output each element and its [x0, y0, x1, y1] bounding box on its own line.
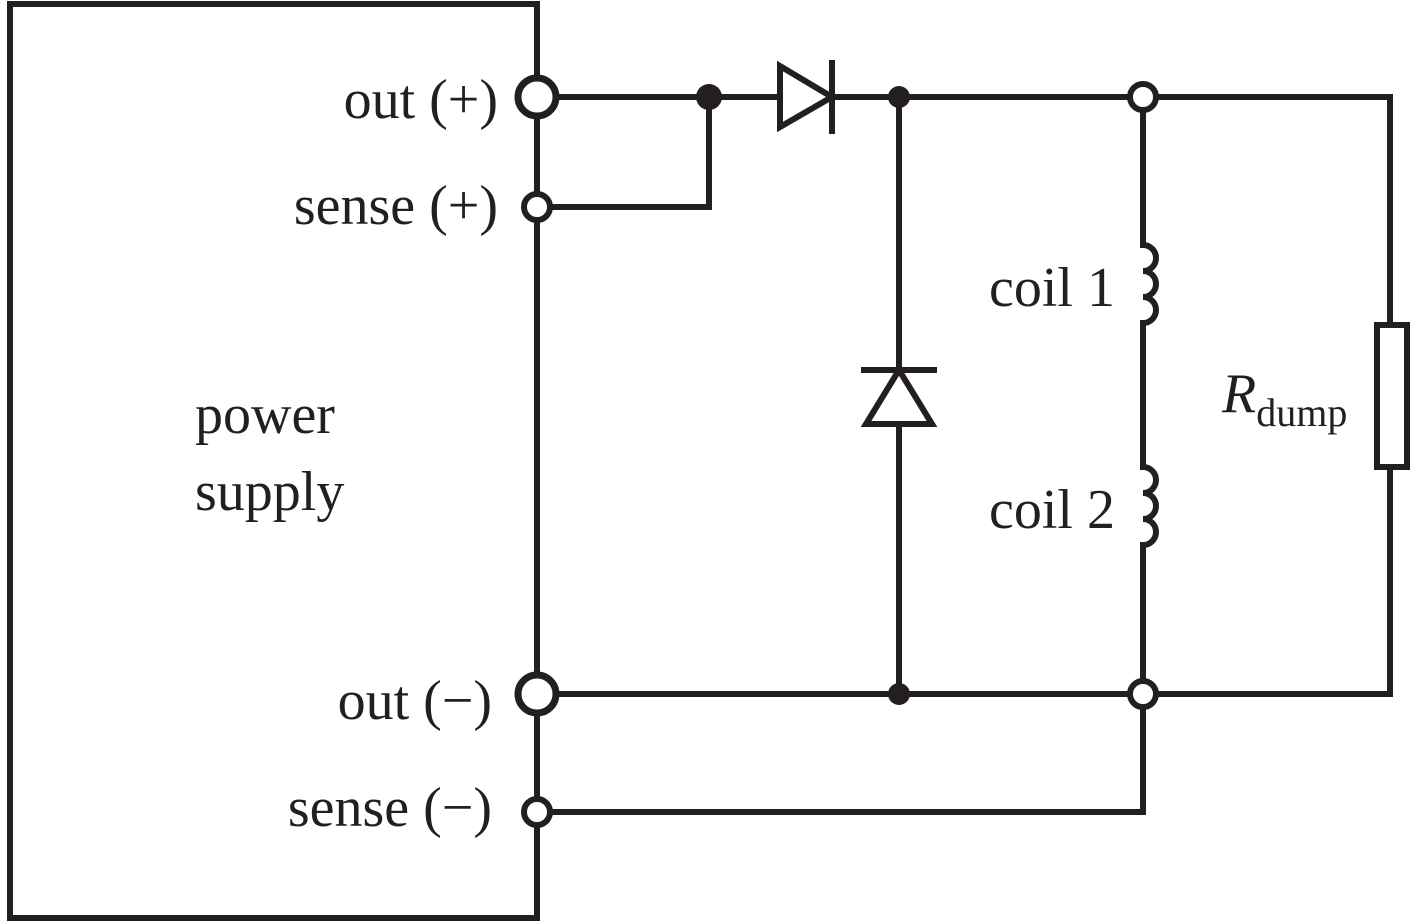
terminal-out-minus	[514, 671, 560, 717]
wire-sense-minus	[545, 704, 1146, 815]
junction-dot-freewheel-bottom	[888, 683, 910, 705]
coil2-symbol	[1139, 463, 1159, 549]
series-diode-triangle	[777, 60, 838, 133]
rdump-label-subscript: dump	[1256, 390, 1347, 435]
terminal-sense-minus	[521, 796, 553, 828]
terminal-label-out-minus: out (−)	[338, 670, 492, 732]
rdump-symbol	[1374, 322, 1410, 470]
terminal-label-out-plus: out (+)	[344, 69, 498, 131]
terminal-coil-bottom	[1127, 678, 1159, 710]
terminal-label-sense-minus: sense (−)	[288, 777, 492, 839]
terminal-coil-top	[1127, 81, 1159, 113]
junction-dot-sense-plus	[696, 84, 722, 110]
terminal-sense-plus	[521, 191, 553, 223]
power-supply-label-line2: supply	[195, 461, 344, 523]
rdump-label-symbol: R	[1221, 363, 1256, 425]
junction-dot-freewheel-top	[888, 86, 910, 108]
terminal-out-plus	[514, 74, 560, 120]
power-supply-label-line1: power	[195, 384, 335, 446]
terminal-label-sense-plus: sense (+)	[294, 175, 498, 237]
freewheel-diode-triangle	[860, 364, 938, 427]
power-supply-box	[7, 1, 540, 921]
wire-sense-plus	[545, 94, 712, 210]
coil2-label: coil 2	[989, 479, 1115, 541]
coil1-symbol	[1139, 241, 1159, 327]
rdump-label: Rdump	[1221, 363, 1347, 435]
coil1-label: coil 1	[989, 257, 1115, 319]
